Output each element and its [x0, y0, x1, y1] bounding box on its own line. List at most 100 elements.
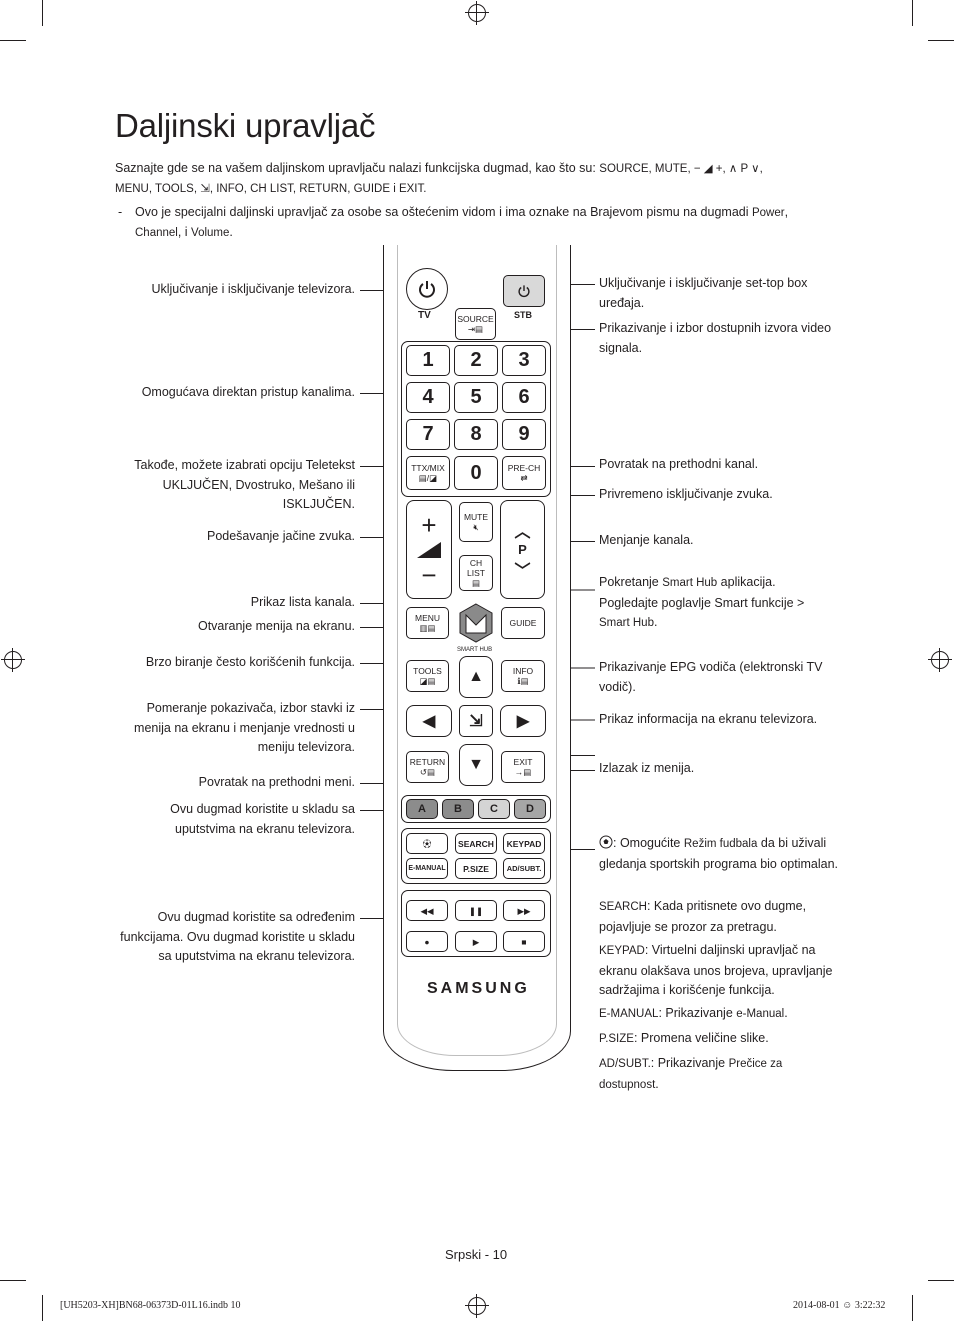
- note-key: Channel: [135, 227, 178, 239]
- color-buttons-group: [401, 795, 551, 823]
- enter-button[interactable]: ⇲: [459, 705, 493, 737]
- leader-line: [360, 537, 405, 538]
- football-icon: [599, 835, 613, 849]
- number-4-button[interactable]: 4: [406, 382, 450, 413]
- right-arrow-icon: ▶: [516, 713, 530, 730]
- number-3-button[interactable]: 3: [502, 345, 546, 376]
- label-menu: Otvaranje menija na ekranu.: [197, 619, 355, 633]
- right-arrow-button[interactable]: ▶: [500, 705, 546, 737]
- menu-button[interactable]: MENU▥▤: [406, 607, 449, 639]
- pre-ch-button[interactable]: PRE-CH⇄: [502, 456, 546, 490]
- p-size-button[interactable]: P.SIZE: [455, 858, 497, 879]
- play-button[interactable]: ▶: [455, 931, 497, 952]
- left-arrow-button[interactable]: ◀: [406, 705, 452, 737]
- crop-mark: [0, 40, 26, 41]
- return-button[interactable]: RETURN↺▤: [406, 751, 449, 783]
- text: .: [655, 1076, 659, 1091]
- smart-hub-icon: [459, 603, 493, 643]
- leader-line: [360, 918, 398, 919]
- leader-line: [360, 783, 405, 784]
- volume-down-icon: −: [421, 559, 437, 590]
- text: .: [653, 615, 658, 629]
- label-volume: Podešavanje jačine zvuka.: [206, 529, 355, 543]
- play-icon: ▶: [472, 936, 480, 947]
- leader-line: [360, 709, 405, 710]
- text: : Kada pritisnete ovo dugme, pojavljuje …: [599, 899, 807, 934]
- crop-mark: [928, 1280, 954, 1281]
- number-1-button[interactable]: 1: [406, 345, 450, 376]
- number-8-button[interactable]: 8: [454, 419, 498, 450]
- guide-button[interactable]: GUIDE: [501, 607, 545, 639]
- registration-mark-icon: [928, 648, 952, 672]
- smart-hub-button[interactable]: [458, 603, 494, 643]
- tv-power-button[interactable]: [406, 268, 448, 310]
- stb-power-button[interactable]: [503, 275, 545, 307]
- text: da bi uživali gledanja sportskih program…: [599, 836, 839, 871]
- ch-list-button[interactable]: CH LIST▤: [459, 555, 493, 591]
- keypad-button[interactable]: KEYPAD: [503, 833, 545, 854]
- source-icon: ⇥▤: [467, 324, 484, 334]
- label-numbers: Omogućava direktan pristup kanalima.: [141, 385, 355, 399]
- exit-label: EXIT: [513, 757, 533, 767]
- left-arrow-icon: ◀: [422, 713, 436, 730]
- label-keypad: KEYPAD: Virtuelni daljinski upravljač na…: [599, 941, 841, 1001]
- number-5-button[interactable]: 5: [454, 382, 498, 413]
- intro-text: Saznajte gde se na vašem daljinskom upra…: [115, 161, 600, 175]
- record-icon: ●: [424, 936, 430, 947]
- ad-subt-button[interactable]: AD/SUBT.: [503, 858, 545, 879]
- label-chlist: Prikaz lista kanala.: [250, 595, 355, 609]
- source-button[interactable]: SOURCE⇥▤: [455, 308, 496, 340]
- record-button[interactable]: ●: [406, 931, 448, 952]
- fast-forward-icon: ▶▶: [517, 905, 531, 916]
- exit-icon: →▤: [514, 767, 532, 777]
- samsung-logo: SAMSUNG: [427, 980, 530, 997]
- rewind-button[interactable]: ◀◀: [406, 900, 448, 921]
- exit-button[interactable]: EXIT→▤: [501, 751, 545, 783]
- text: : Promena veličine slike.: [633, 1031, 769, 1045]
- crop-mark: [0, 1280, 26, 1281]
- ttx-mix-button[interactable]: TTX/MIX▤/◪: [406, 456, 450, 490]
- text: Pokretanje: [599, 575, 663, 589]
- text: Prečice za dostupnost: [599, 1058, 783, 1091]
- up-arrow-button[interactable]: ▲: [459, 656, 493, 698]
- info-icon: ℹ▤: [517, 676, 529, 686]
- number-7-button[interactable]: 7: [406, 419, 450, 450]
- color-a-button[interactable]: A: [406, 799, 438, 819]
- number-0-button[interactable]: 0: [454, 456, 498, 490]
- number-9-button[interactable]: 9: [502, 419, 546, 450]
- stop-button[interactable]: ■: [503, 931, 545, 952]
- label-channel: Menjanje kanala.: [599, 533, 694, 547]
- tools-button[interactable]: TOOLS◪▤: [406, 660, 449, 692]
- text: Smart Hub: [599, 617, 654, 629]
- down-arrow-button[interactable]: ▼: [459, 744, 493, 786]
- text: P.SIZE: [599, 1033, 634, 1045]
- color-c-button[interactable]: C: [478, 799, 510, 819]
- search-button[interactable]: SEARCH: [455, 833, 497, 854]
- number-2-button[interactable]: 2: [454, 345, 498, 376]
- label-psize: P.SIZE: Promena veličine slike.: [599, 1029, 839, 1050]
- label-info: Prikaz informacija na ekranu televizora.: [599, 712, 818, 726]
- text: AD/SUBT.: [599, 1058, 651, 1070]
- smart-hub-label: SMART HUB: [457, 647, 493, 653]
- power-icon: [518, 285, 530, 298]
- pause-button[interactable]: ❚❚: [455, 900, 497, 921]
- stb-label: STB: [514, 310, 532, 320]
- label-navigation: Pomeranje pokazivača, izbor stavki iz me…: [134, 701, 355, 754]
- intro-keys-line2: MENU, TOOLS, ⇲, INFO, CH LIST, RETURN, G…: [115, 183, 427, 195]
- number-6-button[interactable]: 6: [502, 382, 546, 413]
- channel-rocker[interactable]: ︿ P ﹀: [500, 500, 545, 599]
- label-football: : Omogućite Režim fudbala da bi uživali …: [599, 834, 839, 874]
- e-manual-button[interactable]: E-MANUAL: [406, 858, 448, 879]
- mute-button[interactable]: MUTE🔇︎: [459, 502, 493, 542]
- color-b-button[interactable]: B: [442, 799, 474, 819]
- text: Smart funkcije: [714, 595, 794, 610]
- footer-file-info: [UH5203-XH]BN68-06373D-01L16.indb 10: [60, 1300, 241, 1311]
- menu-icon: ▥▤: [419, 623, 436, 633]
- fast-forward-button[interactable]: ▶▶: [503, 900, 545, 921]
- football-button[interactable]: ⚽︎: [406, 833, 448, 854]
- registration-mark-icon: [465, 1294, 489, 1318]
- text: Režim fudbala: [683, 838, 758, 850]
- color-d-button[interactable]: D: [514, 799, 546, 819]
- volume-rocker[interactable]: + −: [406, 500, 452, 599]
